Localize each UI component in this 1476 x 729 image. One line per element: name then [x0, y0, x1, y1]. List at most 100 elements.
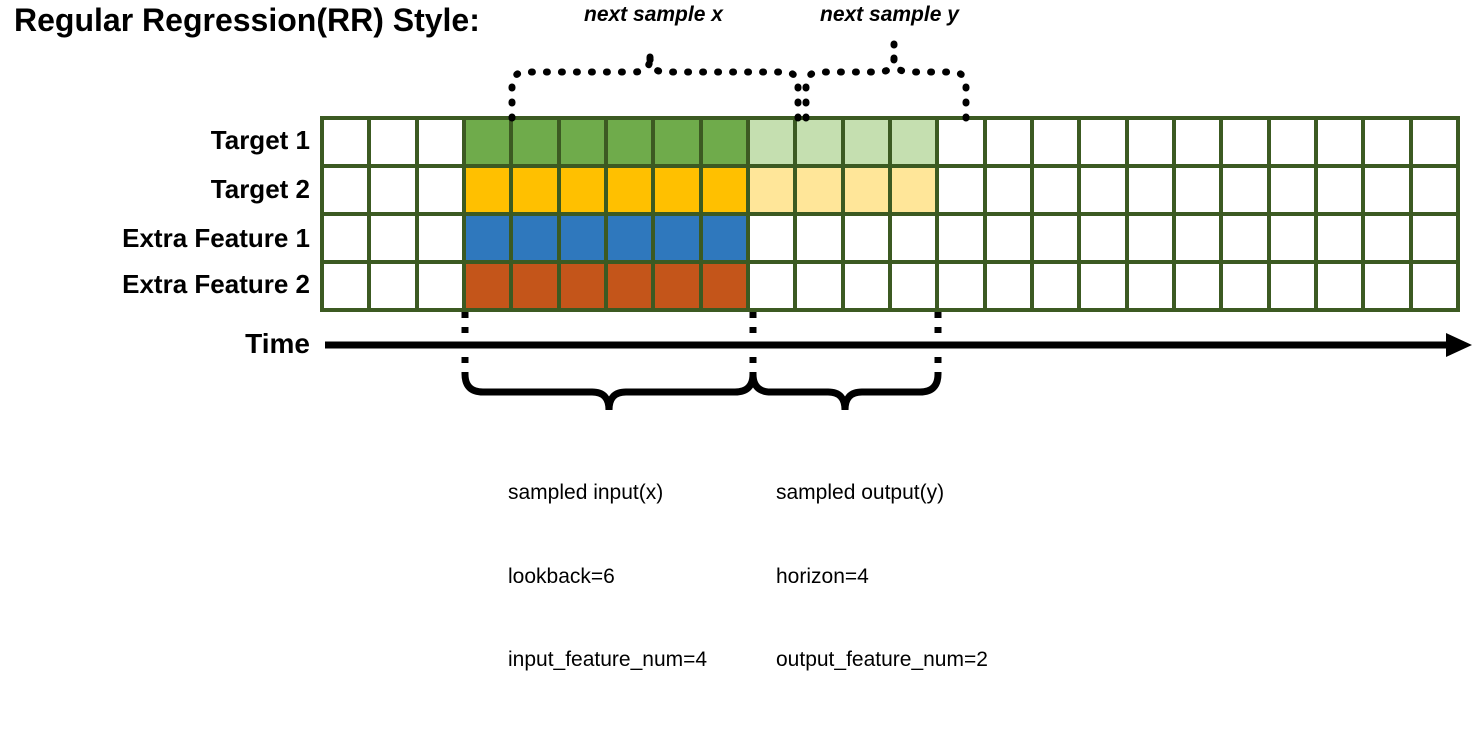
grid-cell-r4-c20: [1223, 264, 1267, 308]
grid-cell-r2-c3: [418, 168, 462, 212]
caption-output-line-1: sampled output(y): [776, 481, 945, 505]
caption-output-line-2: horizon=4: [776, 564, 869, 588]
timeseries-grid: [320, 116, 1460, 312]
grid-cell-r3-c14: [939, 216, 983, 260]
grid-cell-r4-c2: [371, 264, 415, 308]
grid-cell-r3-c24: [1412, 216, 1456, 260]
grid-cell-r4-c1: [324, 264, 368, 308]
grid-cell-r2-c12: [844, 168, 888, 212]
grid-cell-r2-c16: [1033, 168, 1078, 212]
grid-cell-r2-c11: [797, 168, 841, 212]
grid-cell-r1-c19: [1175, 120, 1220, 164]
grid-cell-r3-c7: [607, 216, 652, 260]
label-next-sample-x: next sample x: [584, 3, 723, 26]
grid-cell-r2-c24: [1412, 168, 1456, 212]
grid-cell-r3-c12: [844, 216, 888, 260]
caption-output-line-3: output_feature_num=2: [776, 647, 988, 671]
grid-cell-r4-c10: [749, 264, 794, 308]
grid-cell-r3-c21: [1270, 216, 1314, 260]
grid-cell-r2-c17: [1081, 168, 1125, 212]
grid-cell-r3-c10: [749, 216, 794, 260]
grid-cell-r3-c11: [797, 216, 841, 260]
grid-cell-r2-c23: [1365, 168, 1409, 212]
grid-cell-r4-c21: [1270, 264, 1314, 308]
label-next-sample-y: next sample y: [820, 3, 959, 26]
grid-cell-r1-c7: [607, 120, 652, 164]
grid-cell-r3-c3: [418, 216, 462, 260]
grid-cell-r1-c3: [418, 120, 462, 164]
grid-cell-r4-c6: [560, 264, 604, 308]
grid-cell-r2-c19: [1175, 168, 1220, 212]
vertical-dotted-guides: [461, 312, 942, 374]
grid-cell-r4-c22: [1317, 264, 1362, 308]
grid-cell-r1-c10: [749, 120, 794, 164]
grid-cell-r1-c4: [465, 120, 510, 164]
grid-cell-r2-c2: [371, 168, 415, 212]
brace-next-sample-x: [508, 54, 802, 122]
grid-cell-r2-c18: [1128, 168, 1172, 212]
grid-cell-r1-c15: [986, 120, 1030, 164]
grid-cell-r4-c24: [1412, 264, 1456, 308]
grid-cell-r3-c2: [371, 216, 415, 260]
grid-cell-r1-c17: [1081, 120, 1125, 164]
grid-cell-r2-c1: [324, 168, 368, 212]
grid-cell-r1-c23: [1365, 120, 1409, 164]
grid-cell-r4-c16: [1033, 264, 1078, 308]
grid-cell-r3-c22: [1317, 216, 1362, 260]
grid-cell-r2-c4: [465, 168, 510, 212]
grid-cell-r4-c13: [891, 264, 936, 308]
grid-cell-r3-c15: [986, 216, 1030, 260]
caption-input-line-3: input_feature_num=4: [508, 647, 708, 671]
grid-cell-r4-c18: [1128, 264, 1172, 308]
grid-cell-r2-c6: [560, 168, 604, 212]
grid-cell-r2-c5: [513, 168, 557, 212]
grid-cell-r4-c14: [939, 264, 983, 308]
grid-cell-r1-c12: [844, 120, 888, 164]
brace-next-sample-y: [802, 54, 970, 122]
grid-cell-r1-c20: [1223, 120, 1267, 164]
grid-cell-r1-c6: [560, 120, 604, 164]
page-title: Regular Regression(RR) Style:: [14, 2, 480, 38]
grid-cell-r2-c10: [749, 168, 794, 212]
grid-cell-r3-c13: [891, 216, 936, 260]
grid-cell-r3-c4: [465, 216, 510, 260]
grid-cell-r1-c9: [702, 120, 746, 164]
grid-cell-r4-c9: [702, 264, 746, 308]
grid-cell-r4-c12: [844, 264, 888, 308]
grid-cell-r1-c5: [513, 120, 557, 164]
grid-cell-r2-c20: [1223, 168, 1267, 212]
row-label-time: Time: [245, 328, 310, 359]
grid-cell-r1-c21: [1270, 120, 1314, 164]
grid-cell-r3-c9: [702, 216, 746, 260]
grid-cell-r4-c5: [513, 264, 557, 308]
grid-cell-r1-c16: [1033, 120, 1078, 164]
grid-cell-r2-c21: [1270, 168, 1314, 212]
grid-cell-r4-c3: [418, 264, 462, 308]
grid-cell-r3-c8: [655, 216, 699, 260]
grid-cell-r4-c15: [986, 264, 1030, 308]
grid-cell-r2-c14: [939, 168, 983, 212]
grid-cell-r2-c13: [891, 168, 936, 212]
time-axis-arrow: [325, 333, 1472, 357]
grid-cell-r2-c9: [702, 168, 746, 212]
grid-cell-r2-c22: [1317, 168, 1362, 212]
grid-cell-r4-c4: [465, 264, 510, 308]
row-label-extra-feature-1: Extra Feature 1: [122, 223, 310, 253]
grid-cell-r1-c14: [939, 120, 983, 164]
grid-cell-r4-c11: [797, 264, 841, 308]
grid-cell-r4-c19: [1175, 264, 1220, 308]
grid-cell-r3-c20: [1223, 216, 1267, 260]
row-label-target-2: Target 2: [210, 174, 310, 204]
grid-cell-r1-c2: [371, 120, 415, 164]
grid-cell-r3-c5: [513, 216, 557, 260]
caption-sampled-input: sampled input(x) lookback=6 input_featur…: [508, 424, 707, 729]
grid-cell-r4-c17: [1081, 264, 1125, 308]
grid-cell-r1-c24: [1412, 120, 1456, 164]
caption-input-line-1: sampled input(x): [508, 481, 664, 505]
grid-cell-r1-c8: [655, 120, 699, 164]
grid-cell-r3-c1: [324, 216, 368, 260]
brace-sampled-output: [749, 373, 942, 411]
grid-cell-r1-c1: [324, 120, 368, 164]
grid-cell-r1-c13: [891, 120, 936, 164]
grid-cell-r3-c6: [560, 216, 604, 260]
